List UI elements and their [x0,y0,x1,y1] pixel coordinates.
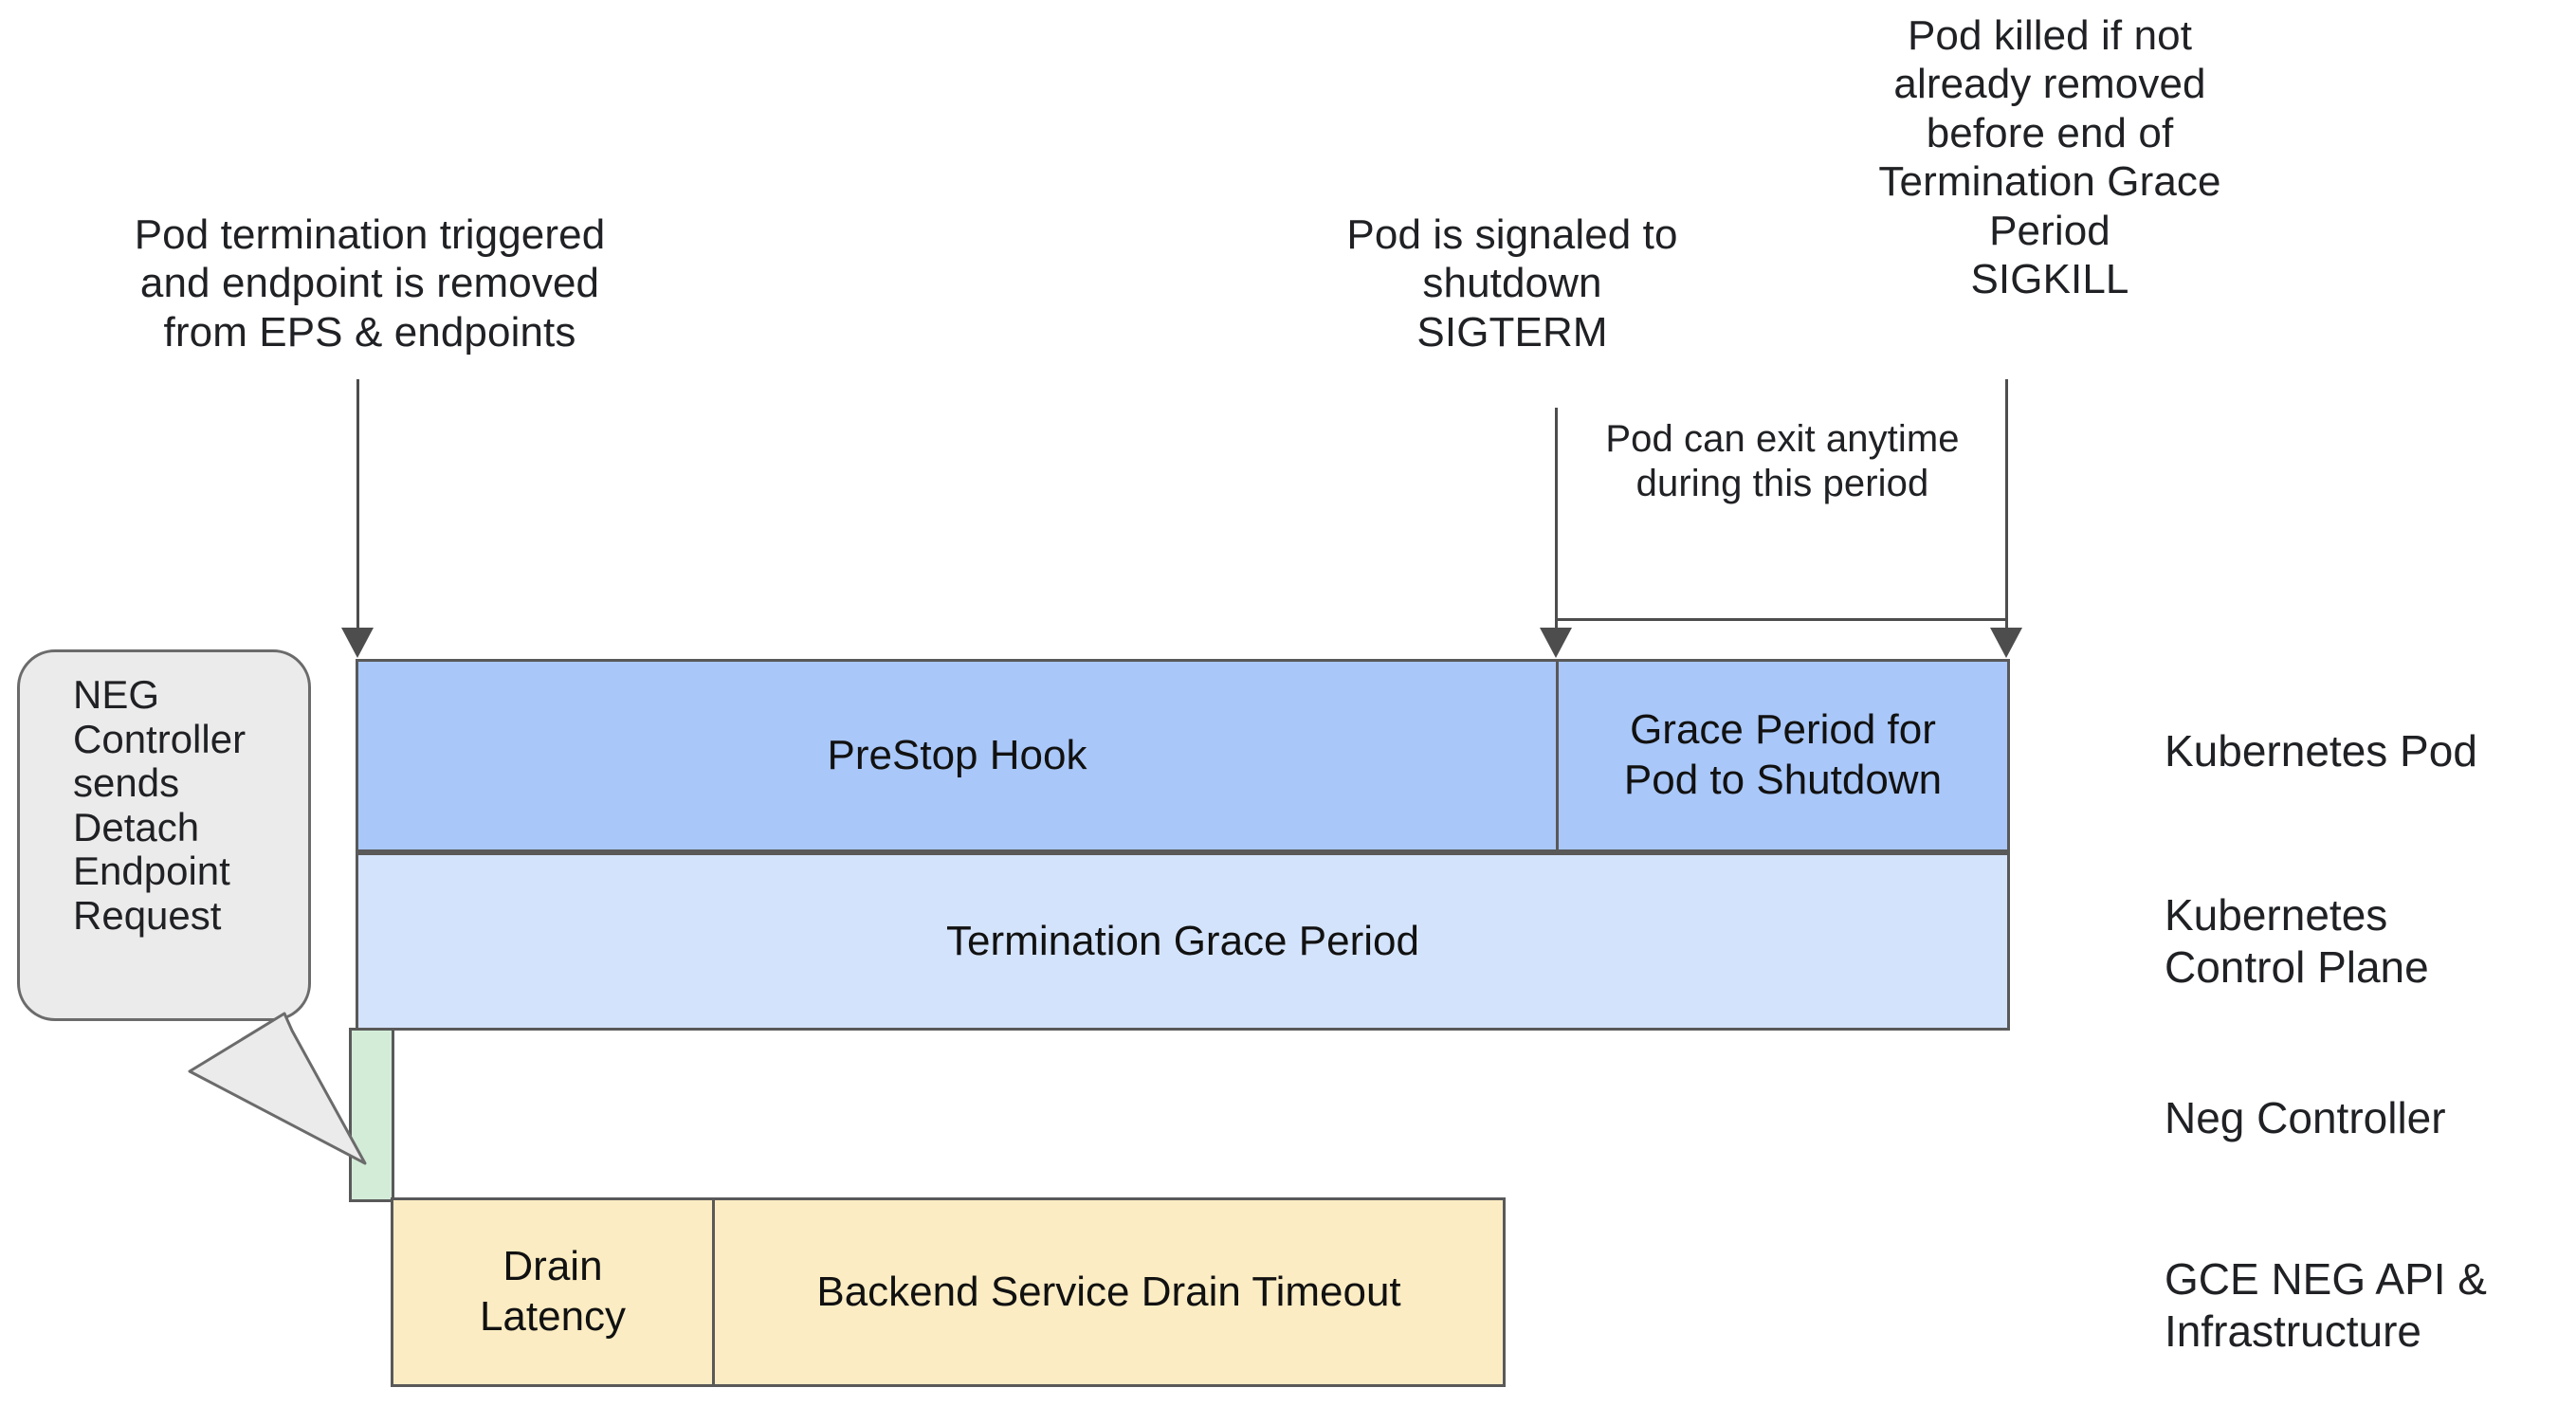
leader-arrow-sigkill [1990,628,2022,658]
lane-label-gce-neg-api: GCE NEG API & Infrastructure [2165,1254,2487,1357]
leader-line-sigterm [1555,408,1558,643]
bar-backend-service-drain-timeout[interactable]: Backend Service Drain Timeout [712,1197,1506,1387]
bar-grace-period-pod-shutdown[interactable]: Grace Period for Pod to Shutdown [1556,659,2010,852]
callout-neg-detach-endpoint: NEG Controller sends Detach Endpoint Req… [17,649,311,1021]
bar-drain-latency[interactable]: Drain Latency [391,1197,715,1387]
bar-termination-grace-period[interactable]: Termination Grace Period [356,852,2010,1031]
leader-arrow-sigterm [1540,628,1572,658]
bar-neg-controller-detach[interactable] [349,1028,394,1202]
leader-arrow-pod-termination [341,628,374,658]
bar-prestop-hook[interactable]: PreStop Hook [356,659,1559,852]
annotation-pod-signaled-shutdown: Pod is signaled to shutdown SIGTERM [1346,211,1678,356]
leader-line-sigkill [2005,379,2008,643]
lane-label-kubernetes-control-plane: Kubernetes Control Plane [2165,890,2429,993]
annotation-pod-termination-triggered: Pod termination triggered and endpoint i… [134,211,606,356]
lane-label-kubernetes-pod: Kubernetes Pod [2165,726,2477,776]
annotation-pod-killed-sigkill: Pod killed if not already removed before… [1878,12,2221,303]
span-line-pod-can-exit [1556,618,2007,621]
annotation-pod-can-exit-anytime: Pod can exit anytime during this period [1605,418,1960,505]
leader-line-pod-termination [356,379,359,635]
lane-label-neg-controller: Neg Controller [2165,1093,2446,1142]
